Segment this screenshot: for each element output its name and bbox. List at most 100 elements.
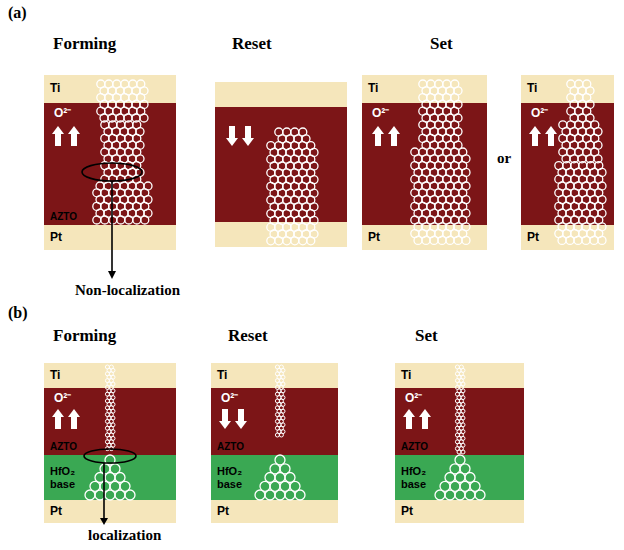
hf-layer <box>44 455 176 500</box>
vacancy-circle <box>93 216 101 224</box>
vacancy-circle <box>430 236 438 244</box>
vacancy-circle <box>255 490 265 500</box>
electrode-label: Ti <box>50 82 60 96</box>
azto-layer <box>395 388 524 455</box>
azto-layer: O²⁻ AZTO <box>211 388 338 455</box>
step-title: Forming <box>53 326 116 346</box>
azto-layer <box>362 103 487 225</box>
ion-arrow <box>52 409 64 429</box>
ion-arrow <box>388 126 400 146</box>
layer-label: AZTO <box>50 441 77 453</box>
azto-layer: O²⁻ AZTO <box>44 388 176 455</box>
vacancy-circle <box>422 236 430 244</box>
ion-arrow <box>545 126 557 146</box>
vacancy-circle <box>590 236 598 244</box>
ion-arrow <box>52 126 64 146</box>
layer-label: HfO₂ base <box>401 465 437 489</box>
electrode-label: Ti <box>368 82 378 96</box>
vacancy-circle <box>558 236 566 244</box>
ion-label: O²⁻ <box>531 107 548 121</box>
vacancy-circle <box>117 216 125 224</box>
vacancy-circle <box>285 490 295 500</box>
layer-label: HfO₂ base <box>217 465 253 489</box>
layer-label: AZTO <box>217 441 244 453</box>
panel-label: (b) <box>8 304 28 322</box>
vacancy-circle <box>279 433 283 437</box>
step-title: Set <box>415 326 438 346</box>
vacancy-circle <box>454 236 462 244</box>
vacancy-circle <box>101 216 109 224</box>
azto-layer <box>215 107 347 222</box>
callout-text: localization <box>88 527 161 544</box>
electrode-label: Ti <box>527 82 537 96</box>
vacancy-circle <box>461 450 465 454</box>
pt-layer <box>44 500 176 523</box>
vacancy-circle <box>115 490 125 500</box>
leader-line <box>103 463 105 519</box>
vacancy-circle <box>307 237 315 245</box>
azto-layer: O²⁻ <box>362 103 487 225</box>
step-title: Reset <box>232 34 272 54</box>
vacancy-circle <box>457 450 461 454</box>
ion-arrows <box>52 126 557 429</box>
vacancy-circle <box>275 237 283 245</box>
ion-arrow <box>242 126 254 146</box>
ti-layer <box>215 82 347 107</box>
vacancy-circle <box>141 216 149 224</box>
vacancy-circle <box>291 237 299 245</box>
electrode-label: Pt <box>527 231 539 245</box>
ti-layer: Ti <box>362 75 487 103</box>
vacancy-circle <box>105 490 115 500</box>
pt-layer <box>521 225 614 250</box>
vacancy-circle <box>475 490 485 500</box>
vacancy-circle <box>283 237 291 245</box>
vacancy-circle <box>435 490 445 500</box>
layer-stack <box>44 75 614 523</box>
vacancy-circle <box>438 236 446 244</box>
ion-label: O²⁻ <box>221 392 238 406</box>
ti-layer <box>362 75 487 103</box>
vacancy-circle <box>414 236 422 244</box>
vacancy-circle <box>140 114 148 122</box>
electrode-label: Ti <box>217 369 227 383</box>
vacancy-circle <box>574 236 582 244</box>
electrode-label: Pt <box>368 231 380 245</box>
ti-layer: Ti <box>521 75 614 103</box>
ion-label: O²⁻ <box>405 392 422 406</box>
electrode-label: Pt <box>50 231 62 245</box>
pt-layer: Pt <box>521 225 614 250</box>
azto-layer <box>44 388 176 455</box>
hf-layer <box>211 455 338 500</box>
ion-arrow <box>219 409 231 429</box>
electrode-label: Pt <box>217 505 229 519</box>
panel-label: (a) <box>8 4 27 22</box>
pt-layer <box>44 225 176 250</box>
azto-layer <box>211 388 338 455</box>
ion-arrow <box>529 126 541 146</box>
ion-arrow <box>68 126 80 146</box>
vacancy-circle <box>446 236 454 244</box>
callout-text: Non-localization <box>75 282 180 299</box>
pt-layer <box>362 225 487 250</box>
vacancy-circle <box>267 237 275 245</box>
ion-arrow <box>419 409 431 429</box>
step-title: Reset <box>228 326 268 346</box>
ti-layer <box>521 75 614 103</box>
ti-layer: Ti <box>211 363 338 388</box>
vacancy-circle <box>133 216 141 224</box>
vacancy-circle <box>109 216 117 224</box>
ti-layer <box>44 363 176 388</box>
vacancy-circle <box>462 236 470 244</box>
ion-label: O²⁻ <box>54 107 71 121</box>
vacancy-circle <box>125 490 135 500</box>
azto-layer: O²⁻AZTO <box>395 388 524 455</box>
ti-layer <box>211 363 338 388</box>
pt-layer: Pt <box>44 500 176 523</box>
vacancy-circle <box>566 236 574 244</box>
electrode-label: Pt <box>50 505 62 519</box>
electrode-label: Pt <box>401 505 413 519</box>
pt-layer <box>215 222 347 247</box>
vacancy-circle <box>465 490 475 500</box>
ion-label: O²⁻ <box>54 392 71 406</box>
electrode-label: Ti <box>50 369 60 383</box>
